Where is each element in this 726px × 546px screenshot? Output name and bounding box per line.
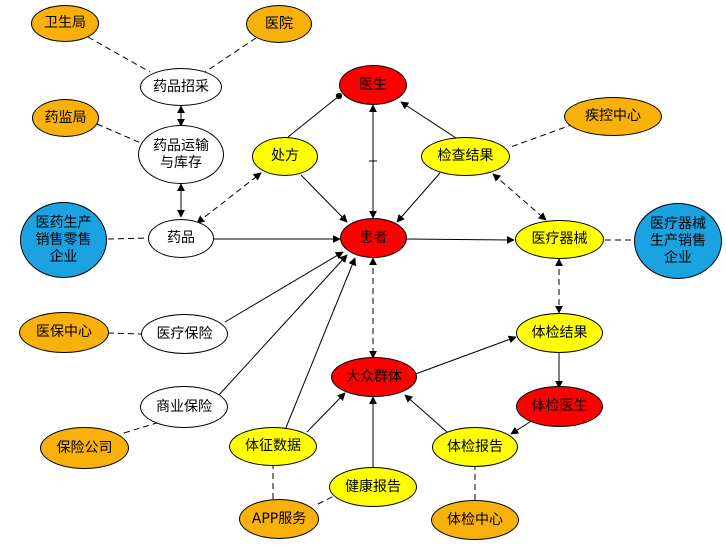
edge-chufang-yisheng	[287, 92, 343, 138]
edge-dazhong-tijianjieguo	[409, 335, 517, 377]
node-app-fuwu[interactable]: APP服务	[239, 499, 319, 539]
edge-jikong-jiancha	[507, 123, 575, 149]
edge-shangyebaoxian-huanzhe	[217, 254, 348, 397]
edge-baoxiangongsi-shangye	[123, 421, 161, 434]
node-yiyao-qiye[interactable]: 医药生产 销售零售 企业	[20, 202, 107, 278]
edge-yiliaobaoxian-huanzhe	[224, 251, 344, 323]
node-yiliao-baoxian[interactable]: 医疗保险	[141, 314, 228, 354]
node-tijian-jieguo[interactable]: 体检结果	[516, 313, 603, 353]
edge-tizheng-huanzhe	[284, 257, 356, 431]
edge-baogao-dazhong	[404, 394, 448, 433]
node-jikong-zhongxin[interactable]: 疾控中心	[564, 97, 662, 136]
node-yaopin-zhaocai[interactable]: 药品招采	[140, 68, 222, 106]
node-tizheng-shuju[interactable]: 体征数据	[229, 427, 317, 466]
edge-yiyuan-zhaocai	[204, 37, 257, 73]
edge-yaopin-chufang	[196, 172, 262, 224]
edge-jiancha-qixie	[492, 173, 547, 221]
node-tijian-yisheng[interactable]: 体检医生	[516, 386, 603, 427]
node-yisheng[interactable]: 医生	[339, 65, 407, 105]
node-huanzhe[interactable]: 患者	[340, 218, 407, 258]
node-dazhong-qunti[interactable]: 大众群体	[331, 357, 417, 397]
node-tijian-zhongxin[interactable]: 体检中心	[431, 500, 519, 540]
node-yaojianju[interactable]: 药监局	[32, 99, 99, 137]
node-baoxian-gongsi[interactable]: 保险公司	[40, 427, 129, 469]
node-yiliao-qixie[interactable]: 医疗器械	[515, 220, 604, 259]
node-jiancha-jieguo[interactable]: 检查结果	[421, 137, 510, 176]
edge-jiancha-yisheng	[400, 101, 457, 139]
node-yibao-zhongxin[interactable]: 医保中心	[19, 312, 109, 353]
node-weishengju[interactable]: 卫生局	[31, 5, 99, 42]
edge-chufang-huanzhe	[300, 174, 348, 223]
edge-tijianyisheng-baogao	[510, 419, 534, 435]
edge-app-jiankang	[317, 493, 339, 505]
node-qixie-qiye[interactable]: 医疗器械 生产销售 企业	[634, 203, 722, 279]
node-shangye-baoxian[interactable]: 商业保险	[140, 386, 228, 428]
edge-weishengju-zhaocai	[87, 36, 151, 73]
node-chufang[interactable]: 处方	[252, 137, 318, 176]
node-yaopin[interactable]: 药品	[148, 219, 214, 258]
edge-tizheng-dazhong	[306, 392, 346, 433]
edge-yibao-baoxian	[107, 332, 142, 335]
edge-huanzhe-qixie	[406, 235, 515, 244]
node-jiankang-baogao[interactable]: 健康报告	[329, 467, 417, 507]
edge-qiye-yaopin	[107, 237, 149, 240]
edge-jiancha-huanzhe	[396, 172, 441, 223]
node-tijian-baogao[interactable]: 体检报告	[432, 427, 518, 467]
edge-yaojianju-yunshu	[96, 123, 144, 145]
node-yiyuan[interactable]: 医院	[246, 5, 312, 43]
node-yaopin-yunshu[interactable]: 药品运输 与库存	[138, 125, 224, 184]
